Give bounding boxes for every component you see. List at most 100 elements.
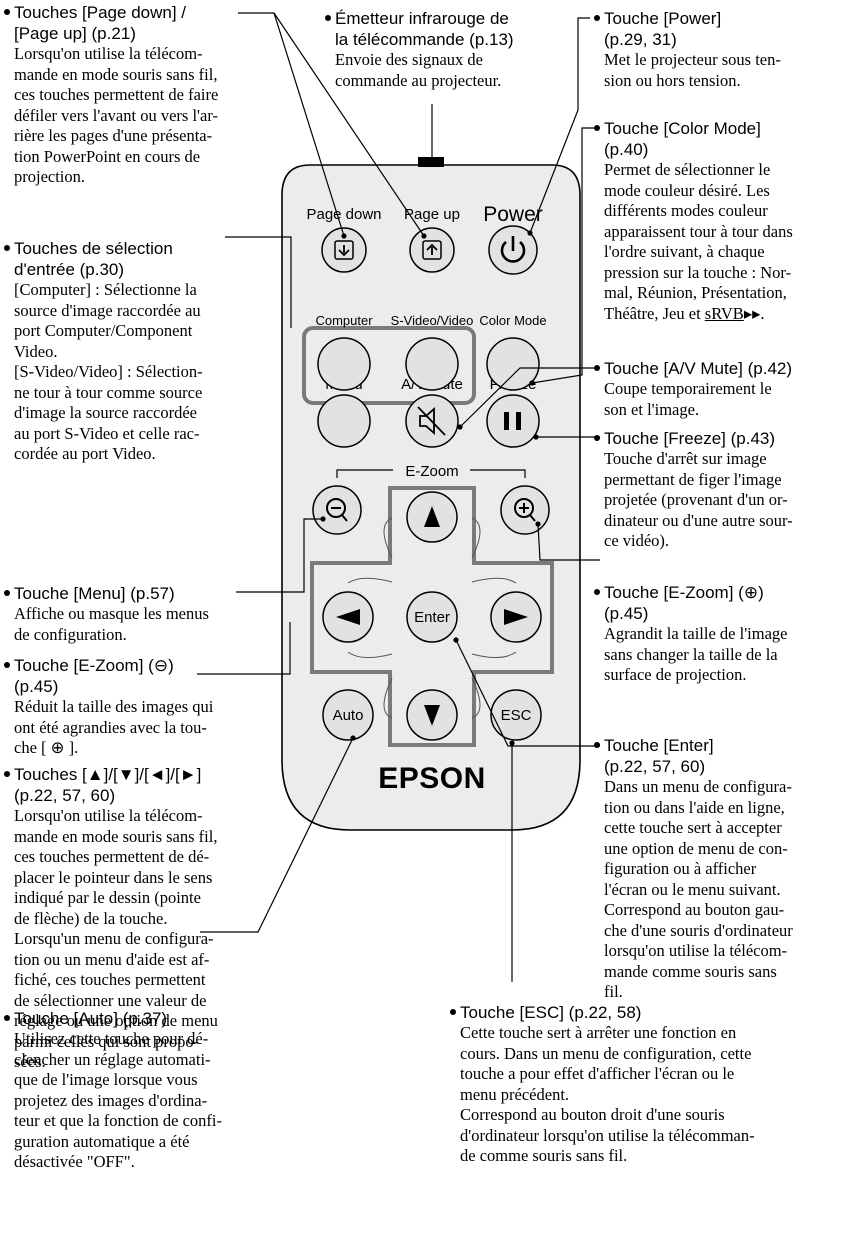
leader-dots <box>320 160 541 746</box>
callout-title: Touche [ESC] (p.22, 58) <box>450 1002 850 1023</box>
leader-lines <box>197 12 600 982</box>
color-mode-button[interactable] <box>486 337 540 391</box>
ezoom-bracket <box>336 469 526 478</box>
freeze-button[interactable] <box>486 394 540 448</box>
page-up-icon <box>426 243 438 255</box>
callout-title: Touche [Enter] (p.22, 57, 60) <box>594 735 852 777</box>
zoom-in-icon <box>514 498 536 522</box>
callout-body: Lorsqu'on utilise la télécom- mande en m… <box>14 806 218 1071</box>
down-arrow-icon <box>424 705 440 726</box>
input-select-group-box <box>302 326 476 405</box>
callout-title: Touches [Page down] / [Page up] (p.21) <box>4 2 274 44</box>
menu-button[interactable] <box>317 394 371 448</box>
callout-input-select: Touches de sélection d'entrée (p.30) [Co… <box>4 238 284 465</box>
callout-auto: Touche [Auto] (p.37) Utilisez cette touc… <box>4 1008 284 1173</box>
callout-power: Touche [Power] (p.29, 31) Met le project… <box>594 8 852 91</box>
auto-label: Auto <box>333 707 364 724</box>
callout-body: Coupe temporairement le son et l'image. <box>604 379 772 419</box>
right-button[interactable] <box>490 591 542 643</box>
callout-title: Touche [Menu] (p.57) <box>4 583 284 604</box>
ezoom-plus-button[interactable] <box>500 485 550 535</box>
callout-av-mute: Touche [A/V Mute] (p.42) Coupe temporair… <box>594 358 852 420</box>
title-text: Touche [E-Zoom] ( <box>14 656 154 675</box>
av-mute-icon <box>417 406 446 436</box>
callout-ezoom-plus: Touche [E-Zoom] (⊕) (p.45) Agrandit la t… <box>594 582 852 686</box>
left-button[interactable] <box>322 591 374 643</box>
callout-body: Dans un menu de configura- tion ou dans … <box>604 777 793 1001</box>
down-button[interactable] <box>406 689 458 741</box>
page-down-label: Page down <box>306 206 381 223</box>
callout-title: Touches [▲]/[▼]/[◄]/[►] (p.22, 57, 60) <box>4 764 284 806</box>
computer-label: Computer <box>315 313 373 328</box>
zoom-in-symbol-icon: ⊕ <box>50 738 65 757</box>
callout-infrared: Émetteur infrarouge de la télécommande (… <box>325 8 595 91</box>
page-down-icon <box>338 245 350 257</box>
srvb-link[interactable]: sRVB <box>704 303 744 323</box>
epson-logo: EPSON <box>378 762 486 795</box>
callout-title: Touche [Auto] (p.37) <box>4 1008 284 1029</box>
callout-body: [Computer] : Sélectionne la source d'ima… <box>14 280 203 463</box>
svideo-video-label: S-Video/Video <box>391 313 474 328</box>
page-up-label: Page up <box>404 206 460 223</box>
page-up-button[interactable] <box>409 227 455 273</box>
callout-title: Émetteur infrarouge de la télécommande (… <box>325 8 595 50</box>
dpad-inner-curves <box>347 517 517 719</box>
callout-menu: Touche [Menu] (p.57) Affiche ou masque l… <box>4 583 284 645</box>
callout-body: Réduit la taille des images qui ont été … <box>4 697 284 759</box>
callout-title: Touche [E-Zoom] (⊕) (p.45) <box>594 582 852 624</box>
callout-arrow-keys: Touches [▲]/[▼]/[◄]/[►] (p.22, 57, 60) L… <box>4 764 284 1073</box>
ezoom-minus-button[interactable] <box>312 485 362 535</box>
callout-title: Touche [Power] (p.29, 31) <box>594 8 852 50</box>
enter-label: Enter <box>414 609 450 626</box>
callout-body: Affiche ou masque les menus de configura… <box>14 604 209 644</box>
callout-body: Permet de sélectionner le mode couleur d… <box>594 160 852 324</box>
auto-button[interactable]: Auto <box>322 689 374 741</box>
ezoom-label: E-Zoom <box>405 463 458 480</box>
page-down-button[interactable] <box>321 227 367 273</box>
callout-body: Utilisez cette touche pour dé- clencher … <box>14 1029 222 1171</box>
callout-color-mode: Touche [Color Mode] (p.40) Permet de sél… <box>594 118 852 324</box>
zoom-out-icon <box>326 498 348 522</box>
callout-page-keys: Touches [Page down] / [Page up] (p.21) L… <box>4 2 274 188</box>
callout-ezoom-minus: Touche [E-Zoom] (⊖) (p.45) Réduit la tai… <box>4 655 284 759</box>
zoom-in-symbol-icon: ⊕ <box>743 583 759 602</box>
callout-body: Touche d'arrêt sur image permettant de f… <box>604 449 793 550</box>
right-arrow-icon <box>504 609 528 625</box>
title-text: Touche [E-Zoom] ( <box>604 583 744 602</box>
enter-button[interactable]: Enter <box>406 591 458 643</box>
callout-body: Met le projecteur sous ten- sion ou hors… <box>604 50 781 90</box>
esc-button[interactable]: ESC <box>490 689 542 741</box>
zoom-out-symbol-icon: ⊖ <box>153 656 169 675</box>
callout-body: Cette touche sert à arrêter une fonction… <box>460 1023 755 1165</box>
callout-enter: Touche [Enter] (p.22, 57, 60) Dans un me… <box>594 735 852 1003</box>
callout-title: Touche [E-Zoom] (⊖) (p.45) <box>4 655 284 697</box>
glossary-arrow-icon: ▸▸. <box>743 303 765 323</box>
av-mute-button[interactable] <box>405 394 459 448</box>
callout-title: Touche [A/V Mute] (p.42) <box>594 358 852 379</box>
title-text-end: ) (p.45) <box>14 656 174 696</box>
callout-title: Touche [Color Mode] (p.40) <box>594 118 852 160</box>
title-text-end: ) (p.45) <box>604 583 764 623</box>
power-icon <box>500 236 526 263</box>
color-mode-label: Color Mode <box>479 313 546 328</box>
up-button[interactable] <box>406 491 458 543</box>
callout-body: Lorsqu'on utilise la télécom- mande en m… <box>14 44 219 186</box>
callout-title: Touches de sélection d'entrée (p.30) <box>4 238 284 280</box>
esc-label: ESC <box>501 707 532 724</box>
callout-title: Touche [Freeze] (p.43) <box>594 428 852 449</box>
up-arrow-icon <box>424 506 440 527</box>
callout-body-text: Permet de sélectionner le mode couleur d… <box>604 160 793 323</box>
pause-icon <box>504 412 509 430</box>
power-button[interactable] <box>488 225 538 275</box>
body-text: Réduit la taille des images qui ont été … <box>14 697 214 757</box>
dpad-frame <box>310 486 554 747</box>
callout-freeze: Touche [Freeze] (p.43) Touche d'arrêt su… <box>594 428 852 552</box>
callout-esc: Touche [ESC] (p.22, 58) Cette touche ser… <box>450 1002 850 1167</box>
body-text-end: ]. <box>64 738 79 757</box>
callout-body: Envoie des signaux de commande au projec… <box>335 50 502 90</box>
computer-button[interactable] <box>317 337 371 391</box>
svideo-video-button[interactable] <box>405 337 459 391</box>
left-arrow-icon <box>336 609 360 625</box>
